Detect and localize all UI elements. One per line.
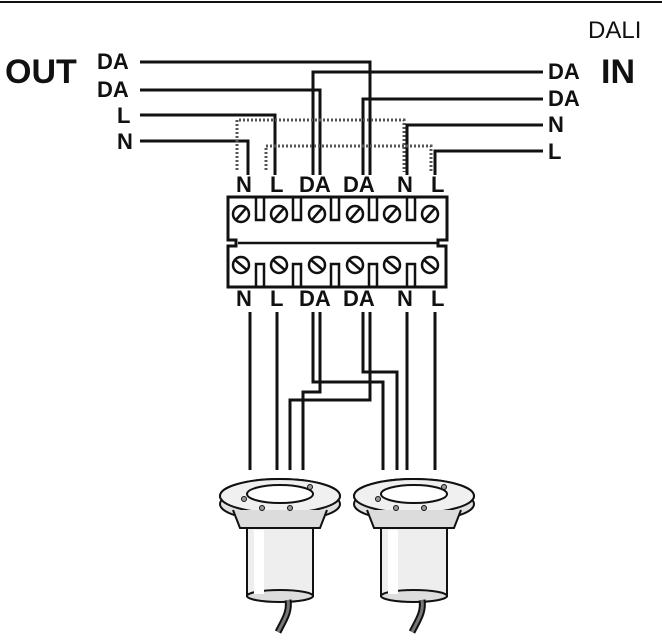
luminaire-lens — [246, 484, 314, 504]
terminal-separators — [238, 197, 437, 287]
luminaire-wires — [248, 312, 437, 470]
out-wire-da2 — [140, 88, 322, 175]
terminal-screw-top-1 — [231, 204, 251, 224]
out-wire-label-n: N — [117, 129, 133, 154]
terminal-top-label-l2: L — [431, 172, 444, 197]
luminaire-housing-top — [232, 509, 328, 529]
luminaire-screw-3 — [421, 505, 427, 511]
wire-da1-lum2 — [311, 312, 385, 470]
terminal-screw-bottom-4 — [345, 255, 365, 275]
terminal-screw-bottom-3 — [307, 255, 327, 275]
out-wire-label-da1: DA — [97, 49, 129, 74]
terminal-screw-top-4 — [345, 204, 365, 224]
in-title: IN — [601, 53, 635, 91]
luminaire-screw-2 — [393, 505, 399, 511]
terminal-top-label-da1: DA — [299, 172, 331, 197]
luminaire-highlight — [254, 530, 264, 594]
terminal-top-label-n1: N — [236, 172, 252, 197]
terminal-bottom-label-da2: DA — [343, 286, 375, 311]
out-wire-n — [140, 139, 250, 175]
luminaire-cable-inner — [276, 599, 290, 633]
luminaire-2 — [353, 478, 475, 634]
in-wire-label-da2: DA — [548, 86, 580, 111]
terminal-screws-top — [231, 204, 440, 224]
terminal-screw-top-3 — [307, 204, 327, 224]
in-wire-n — [405, 123, 543, 175]
terminal-bottom-label-l1: L — [270, 286, 283, 311]
in-wire-l — [433, 149, 543, 175]
wire-da2-lum2 — [361, 312, 399, 470]
terminal-screw-bottom-6 — [420, 255, 440, 275]
luminaire-highlight — [388, 530, 398, 594]
luminaire-screw-1 — [241, 496, 247, 502]
out-title: OUT — [5, 53, 77, 91]
terminal-screw-top-5 — [382, 204, 402, 224]
luminaire-screw-2 — [259, 505, 265, 511]
luminaire-lens — [380, 484, 448, 504]
wire-da2-lum1 — [288, 312, 372, 470]
luminaire-housing-top — [366, 509, 462, 529]
terminal-bottom-label-da1: DA — [299, 286, 331, 311]
luminaire-screw-3 — [287, 505, 293, 511]
out-wire-label-da2: DA — [97, 77, 129, 102]
terminal-screw-top-6 — [420, 204, 440, 224]
in-wire-label-n: N — [548, 112, 564, 137]
shield-outline — [235, 118, 433, 172]
terminal-screw-bottom-2 — [269, 255, 289, 275]
luminaire-cable-inner — [410, 599, 424, 633]
terminal-screw-bottom-1 — [231, 255, 251, 275]
luminaire-screw-4 — [441, 484, 447, 490]
terminal-screws-bottom — [231, 255, 440, 275]
terminal-top-label-da2: DA — [343, 172, 375, 197]
dali-label: DALI — [588, 17, 641, 44]
in-wire-da1 — [311, 70, 543, 175]
in-wire-label-l: L — [548, 139, 561, 164]
in-wire-da2 — [361, 97, 543, 175]
out-wires — [140, 60, 372, 175]
out-wire-l — [140, 113, 277, 175]
terminal-screw-top-2 — [269, 204, 289, 224]
terminal-bottom-label-n2: N — [397, 286, 413, 311]
terminal-top-label-n2: N — [397, 172, 413, 197]
terminal-bottom-label-l2: L — [431, 286, 444, 311]
luminaire-1 — [219, 478, 341, 634]
terminal-bottom-label-n1: N — [236, 286, 252, 311]
in-wire-label-da1: DA — [548, 59, 580, 84]
out-wire-label-l: L — [117, 103, 130, 128]
wire-da1-lum1 — [301, 312, 322, 470]
in-wires — [311, 70, 543, 175]
luminaire-screw-1 — [375, 496, 381, 502]
out-wire-da1 — [140, 60, 372, 175]
terminal-screw-bottom-5 — [382, 255, 402, 275]
terminal-bottom-labels: N L DA DA N L — [236, 286, 444, 311]
terminal-top-label-l1: L — [270, 172, 283, 197]
terminal-top-labels: N L DA DA N L — [236, 172, 444, 197]
luminaire-screw-4 — [307, 484, 313, 490]
